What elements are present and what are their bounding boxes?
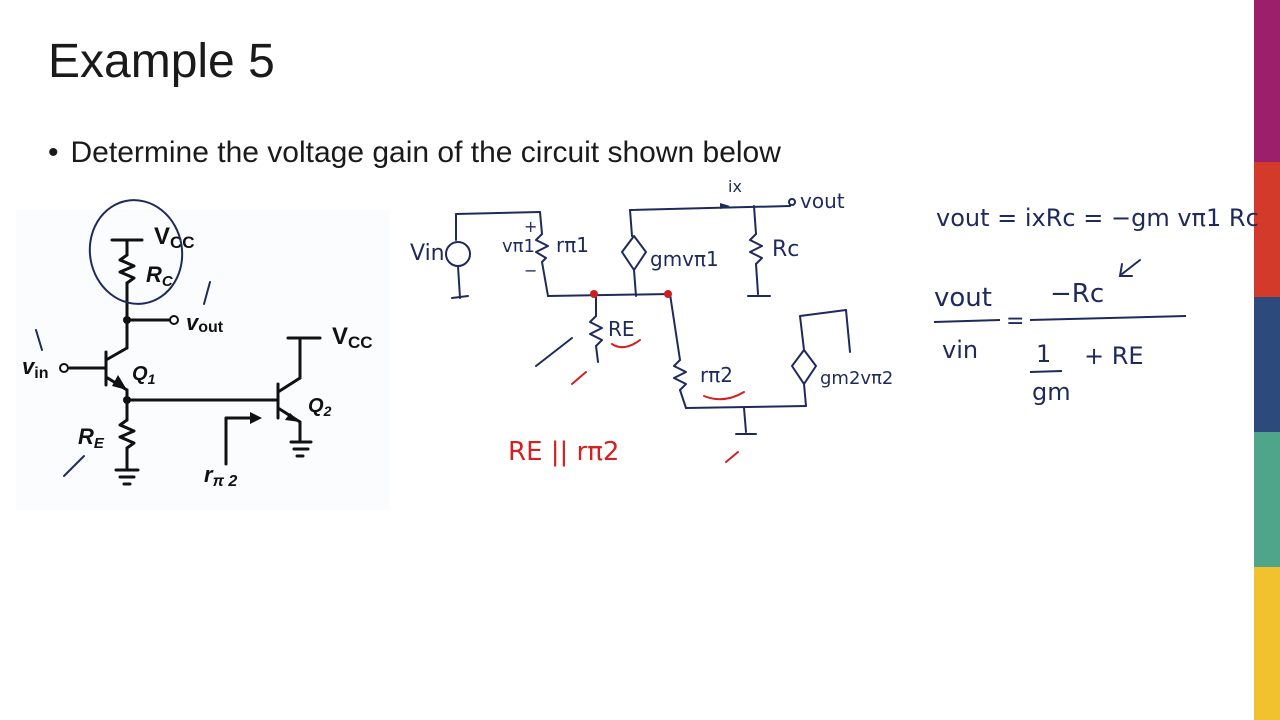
- ss-plus-label: +: [524, 217, 537, 236]
- ss-middle-wire: [547, 293, 671, 297]
- eq-arrow-stem: [1121, 259, 1141, 275]
- vcc-top-label: VCC: [154, 223, 195, 252]
- eq-ratio-bar: [933, 319, 1001, 323]
- vin-terminal: [59, 363, 69, 373]
- ss-rpi1-top: [539, 211, 543, 235]
- eq-equals: =: [1006, 309, 1024, 334]
- vout-terminal: [169, 315, 179, 325]
- re-pen-mark: [63, 455, 85, 477]
- eq-frac-gm: gm: [1032, 378, 1071, 406]
- accent-stripe-5: [1254, 567, 1280, 720]
- eq-ratio-num: vout: [934, 283, 992, 313]
- ss-node-dot-2: [664, 290, 672, 298]
- bullet-dot: •: [48, 136, 59, 169]
- bullet-label: Determine the voltage gain of the circui…: [70, 136, 781, 169]
- q2-collector-leg: [276, 376, 302, 394]
- vcc-right-label: VCC: [332, 323, 373, 352]
- ss-gm2-top-wire: [799, 309, 847, 317]
- q2-label: Q2: [308, 395, 332, 419]
- ss-top-wire-right: [629, 205, 791, 211]
- ss-bottom-wire: [685, 405, 807, 409]
- eq-line-1: vout = ixRc = −gm vπ1 Rc: [936, 204, 1259, 232]
- ss-vout-label: vout: [800, 189, 845, 213]
- ss-vin-bottom: [457, 265, 461, 299]
- rpi2-label: rπ 2: [204, 462, 237, 490]
- eq-rhs-bar: [1029, 315, 1187, 321]
- ss-ix-arrow: [720, 203, 730, 209]
- ss-re-label: RE: [608, 317, 635, 341]
- ss-rc-bottom: [755, 263, 759, 295]
- ss-vin-ground: [451, 295, 469, 299]
- ss-re-bottom: [595, 345, 599, 363]
- re-label: RE: [78, 424, 105, 452]
- schematic-background: [16, 210, 390, 510]
- ss-re-parallel-label: RE || rπ2: [508, 437, 619, 467]
- ss-top-wire-left: [455, 211, 541, 215]
- ss-gm1-label: gmvπ1: [650, 247, 719, 271]
- vout-label: vout: [186, 310, 224, 336]
- ss-rpi2-top: [669, 293, 681, 361]
- ss-red-arrow-1: [571, 371, 587, 385]
- eq-frac-bar: [1029, 370, 1063, 373]
- q1-collector-leg: [104, 346, 129, 362]
- vout-pen-mark: [203, 281, 211, 305]
- junction-vout: [123, 316, 131, 324]
- ss-gm-top: [629, 209, 633, 237]
- vin-pen-mark: [35, 329, 43, 351]
- ss-rpi1-resistor: [535, 233, 549, 263]
- ss-rc-resistor: [749, 233, 763, 265]
- ss-minus-label: −: [524, 261, 537, 280]
- ss-re-resistor: [589, 315, 603, 347]
- accent-stripe-4: [1254, 432, 1280, 567]
- bullet-text: • Determine the voltage gain of the circu…: [48, 136, 781, 170]
- rpi2-arrow-head: [250, 412, 262, 424]
- eq-arrow-head: [1118, 263, 1133, 277]
- ss-node-dot-1: [590, 290, 598, 298]
- ss-rpi2-resistor: [673, 359, 687, 391]
- q1-emitter-arrow: [112, 375, 127, 390]
- ss-rpi1-bottom: [541, 261, 549, 297]
- eq-frac-one: 1: [1036, 340, 1051, 368]
- ss-gm2-top: [799, 315, 805, 351]
- ss-ix-label: ix: [728, 177, 742, 196]
- rc-label: RC: [146, 262, 174, 290]
- junction-emitter: [123, 396, 131, 404]
- rc-resistor: [118, 253, 136, 285]
- ss-re-arrow: [535, 337, 573, 367]
- ss-gm2-bottom: [803, 383, 807, 407]
- ss-red-arrow-2: [725, 451, 739, 463]
- accent-stripe-3: [1254, 297, 1280, 432]
- re-resistor: [118, 418, 136, 450]
- vin-label: vin: [22, 354, 48, 382]
- eq-rhs-num: −Rc: [1050, 279, 1104, 309]
- ss-ground-wire: [743, 407, 747, 433]
- ss-rpi1-label: rπ1: [556, 233, 589, 257]
- q2-emitter-arrow: [285, 413, 300, 422]
- ss-rpi2-underline: [703, 391, 745, 401]
- ss-rc-label: Rc: [772, 237, 799, 262]
- ss-gm2-right: [845, 309, 851, 353]
- ss-vin-label: Vin: [410, 241, 445, 266]
- ss-rpi2-bottom: [679, 389, 687, 409]
- ss-rc-top: [753, 205, 757, 235]
- ss-re-underline: [611, 339, 641, 349]
- ss-vout-terminal: [788, 198, 796, 206]
- accent-stripe-1: [1254, 0, 1280, 162]
- slide-title: Example 5: [48, 35, 275, 88]
- accent-stripe-2: [1254, 162, 1280, 297]
- eq-ratio-den: vin: [942, 336, 978, 364]
- ss-gm2-label: gm2vπ2: [820, 368, 893, 389]
- ss-vpi1-label: vπ1: [502, 236, 535, 257]
- ss-gm-bottom: [633, 269, 637, 297]
- eq-plus-re: + RE: [1084, 342, 1144, 370]
- q1-label: Q1: [132, 363, 156, 387]
- circle-annotation: [88, 199, 184, 305]
- ss-rpi2-label: rπ2: [700, 363, 733, 387]
